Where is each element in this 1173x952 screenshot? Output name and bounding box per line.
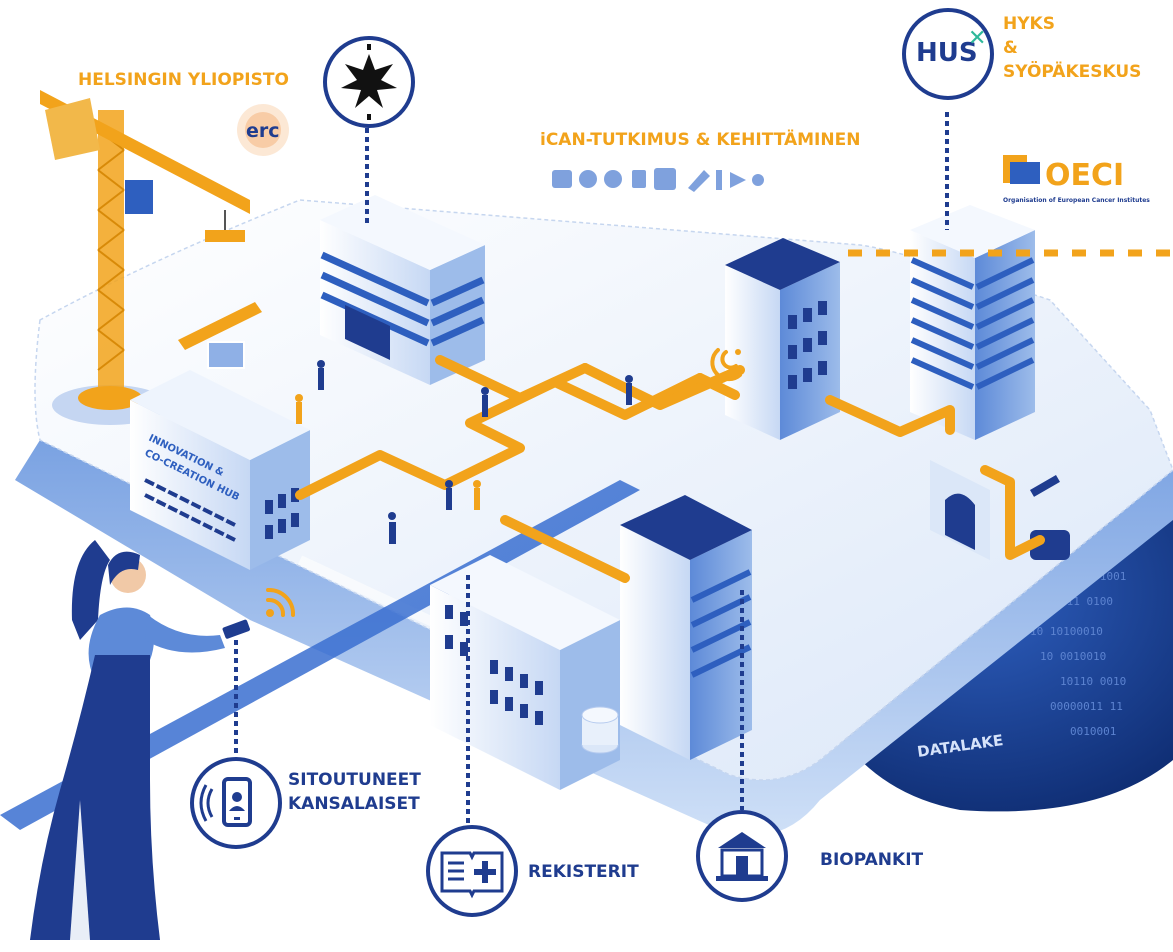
oeci-subtitle: Organisation of European Cancer Institut… (1003, 197, 1150, 204)
hospital-building (910, 205, 1035, 440)
university-building (320, 195, 485, 385)
university-logo-circle[interactable] (323, 36, 415, 128)
helsinki-university-label: HELSINGIN YLIOPISTO (78, 70, 289, 90)
registers-icon-circle[interactable] (426, 825, 518, 917)
biobanks-icon-circle[interactable] (696, 810, 788, 902)
biobank-building (620, 495, 752, 760)
registers-building (430, 555, 620, 790)
helsinki-flame-icon (341, 44, 397, 120)
biobanks-label: BIOPANKIT (820, 850, 924, 870)
register-book-icon (440, 851, 504, 899)
hus-logo-text: HUS (916, 38, 978, 68)
hyks-label-line2: & (1003, 38, 1018, 58)
registers-label: REKISTERIT (528, 862, 639, 882)
wifi-signal-icon (266, 588, 295, 617)
oeci-logo: OECI Organisation of European Cancer Ins… (1003, 155, 1150, 204)
binary-row: 0010001 (1070, 725, 1116, 738)
people-figures (295, 360, 633, 544)
hyks-label-line1: HYKS (1003, 14, 1055, 34)
binary-row: 10 0010010 (1040, 650, 1106, 663)
icon-connectors (234, 112, 949, 825)
ican-title: iCAN-TUTKIMUS & KEHITTÄMINEN (540, 130, 861, 150)
hus-logo-circle[interactable]: HUS ✕ (902, 8, 994, 100)
citizens-label-line2: KANSALAISET (288, 794, 420, 814)
wifi-signal-icon (710, 348, 742, 382)
oeci-title: OECI (1045, 158, 1124, 193)
hus-cross-icon: ✕ (968, 26, 987, 51)
woman-figure (30, 540, 250, 940)
crane (40, 90, 250, 425)
biobank-building-icon (716, 832, 768, 881)
data-pipes (295, 355, 1045, 583)
hyks-label-line3: SYÖPÄKESKUS (1003, 62, 1142, 82)
citizens-label-line1: SITOUTUNEET (288, 770, 421, 790)
erc-label: erc (246, 120, 280, 142)
smartphone-icon (199, 777, 252, 827)
citizens-icon-circle[interactable] (190, 757, 282, 849)
binary-row: 10 10100010 (1030, 625, 1103, 638)
innovation-hub-building: INNOVATION & CO-CREATION HUB (130, 370, 310, 570)
beam-sign (178, 302, 262, 369)
ican-icon-strip (552, 168, 764, 192)
central-tower (725, 238, 840, 440)
data-tunnel (930, 460, 1070, 560)
binary-row: 10110 0010 (1060, 675, 1126, 688)
binary-row: 00000011 11 (1050, 700, 1123, 713)
erc-logo: erc (237, 104, 289, 156)
